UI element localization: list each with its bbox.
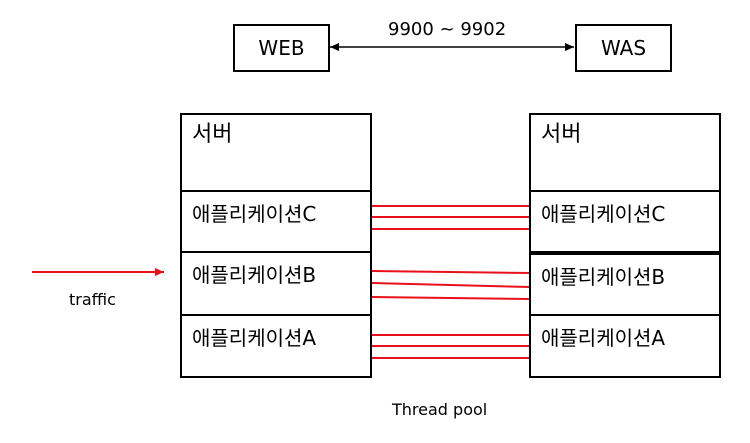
thread-pool-label: Thread pool bbox=[392, 400, 488, 419]
was-box: WAS bbox=[575, 24, 672, 72]
left-server-title: 서버 bbox=[192, 122, 233, 147]
right-app-a: 애플리케이션A bbox=[529, 314, 721, 378]
port-range-label: 9900 ~ 9902 bbox=[388, 19, 507, 40]
right-server-title: 서버 bbox=[541, 122, 582, 147]
left-app-b: 애플리케이션B bbox=[180, 251, 372, 316]
left-app-a: 애플리케이션A bbox=[180, 314, 372, 378]
traffic-label: traffic bbox=[69, 290, 116, 309]
thread-line bbox=[371, 296, 531, 300]
left-app-c: 애플리케이션C bbox=[180, 190, 372, 253]
right-app-b-label: 애플리케이션B bbox=[541, 265, 666, 289]
web-box: WEB bbox=[233, 24, 330, 72]
right-app-c-label: 애플리케이션C bbox=[541, 202, 666, 226]
right-app-c: 애플리케이션C bbox=[529, 190, 721, 253]
thread-line bbox=[371, 282, 531, 288]
thread-line bbox=[371, 270, 531, 274]
left-app-a-label: 애플리케이션A bbox=[192, 326, 317, 350]
right-app-b: 애플리케이션B bbox=[529, 253, 721, 316]
was-label: WAS bbox=[600, 36, 647, 60]
left-app-c-label: 애플리케이션C bbox=[192, 202, 317, 226]
web-label: WEB bbox=[258, 36, 305, 60]
right-app-a-label: 애플리케이션A bbox=[541, 326, 666, 350]
left-app-b-label: 애플리케이션B bbox=[192, 263, 317, 287]
